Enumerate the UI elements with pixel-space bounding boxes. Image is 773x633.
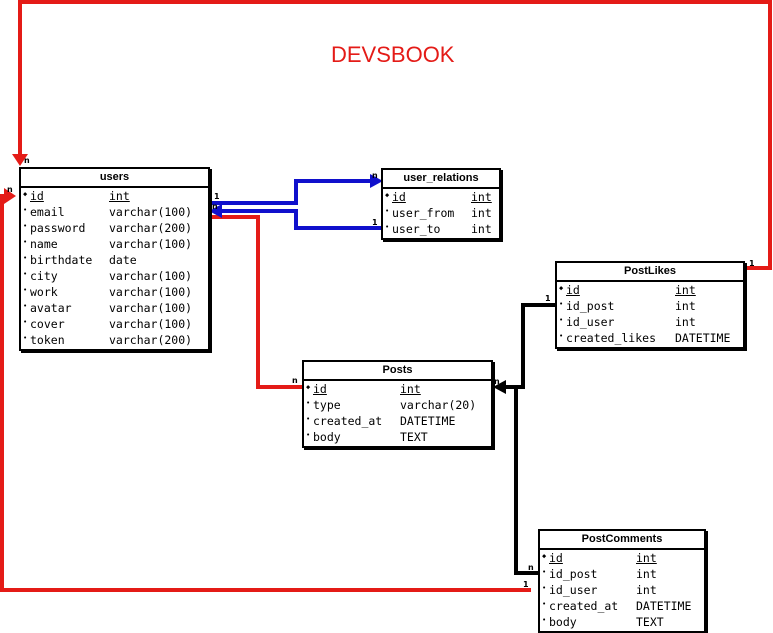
cardinality-label: 1: [214, 192, 220, 201]
field-marker-icon: •: [23, 206, 28, 214]
rel-users-userfrom-line: [212, 179, 373, 205]
field-marker-icon: •: [23, 334, 28, 342]
cardinality-label: n: [292, 376, 298, 385]
field-marker-icon: •: [385, 223, 390, 231]
table-users-header: users: [21, 169, 208, 188]
cardinality-label: 1: [372, 218, 378, 227]
cardinality-label: 1: [545, 294, 551, 303]
field-marker-icon: •: [23, 302, 28, 310]
table-post-likes-header: PostLikes: [557, 263, 743, 282]
key-marker-icon: ◆: [23, 190, 28, 198]
rel-userto-users-arrow: [209, 204, 222, 218]
key-marker-icon: ◆: [306, 383, 311, 391]
field-marker-icon: •: [23, 222, 28, 230]
key-marker-icon: ◆: [559, 284, 564, 292]
rel-postlikes-users-line: [18, 0, 772, 270]
field-marker-icon: •: [306, 399, 311, 407]
field-marker-icon: •: [23, 286, 28, 294]
field-marker-icon: •: [542, 600, 547, 608]
cardinality-label: n: [212, 202, 218, 211]
cardinality-label: n: [372, 171, 378, 180]
rel-postcomments-users-arrow: [4, 188, 16, 204]
rel-postlikes-posts-arrow: [493, 380, 506, 394]
table-posts-header: Posts: [304, 362, 491, 381]
rel-users-userfrom-arrow: [370, 174, 383, 188]
rel-userto-users-line: [219, 209, 381, 230]
cardinality-label: n: [24, 156, 30, 165]
cardinality-label: n: [7, 185, 13, 194]
field-marker-icon: •: [306, 431, 311, 439]
cardinality-label: n: [528, 563, 534, 572]
field-marker-icon: •: [542, 584, 547, 592]
key-marker-icon: ◆: [385, 191, 390, 199]
diagram-title: DEVSBOOK: [331, 42, 455, 67]
table-post-comments-header: PostComments: [540, 531, 704, 550]
field-marker-icon: •: [385, 207, 390, 215]
field-marker-icon: •: [23, 238, 28, 246]
table-user-relations-header: user_relations: [383, 170, 499, 189]
field-marker-icon: •: [559, 332, 564, 340]
cardinality-label: 1: [749, 259, 755, 268]
field-marker-icon: •: [559, 316, 564, 324]
cardinality-label: n: [494, 377, 500, 386]
cardinality-label: 1: [523, 580, 529, 589]
rel-users-posts-line: [212, 215, 302, 389]
field-marker-icon: •: [542, 616, 547, 624]
rel-postlikes-posts-line: [503, 303, 555, 389]
rel-postlikes-users-arrow: [12, 154, 28, 166]
rel-postcomments-posts-line: [506, 385, 538, 575]
field-marker-icon: •: [23, 254, 28, 262]
field-marker-icon: •: [23, 318, 28, 326]
field-marker-icon: •: [542, 568, 547, 576]
field-marker-icon: •: [559, 300, 564, 308]
field-marker-icon: •: [306, 415, 311, 423]
key-marker-icon: ◆: [542, 552, 547, 560]
field-marker-icon: •: [23, 270, 28, 278]
